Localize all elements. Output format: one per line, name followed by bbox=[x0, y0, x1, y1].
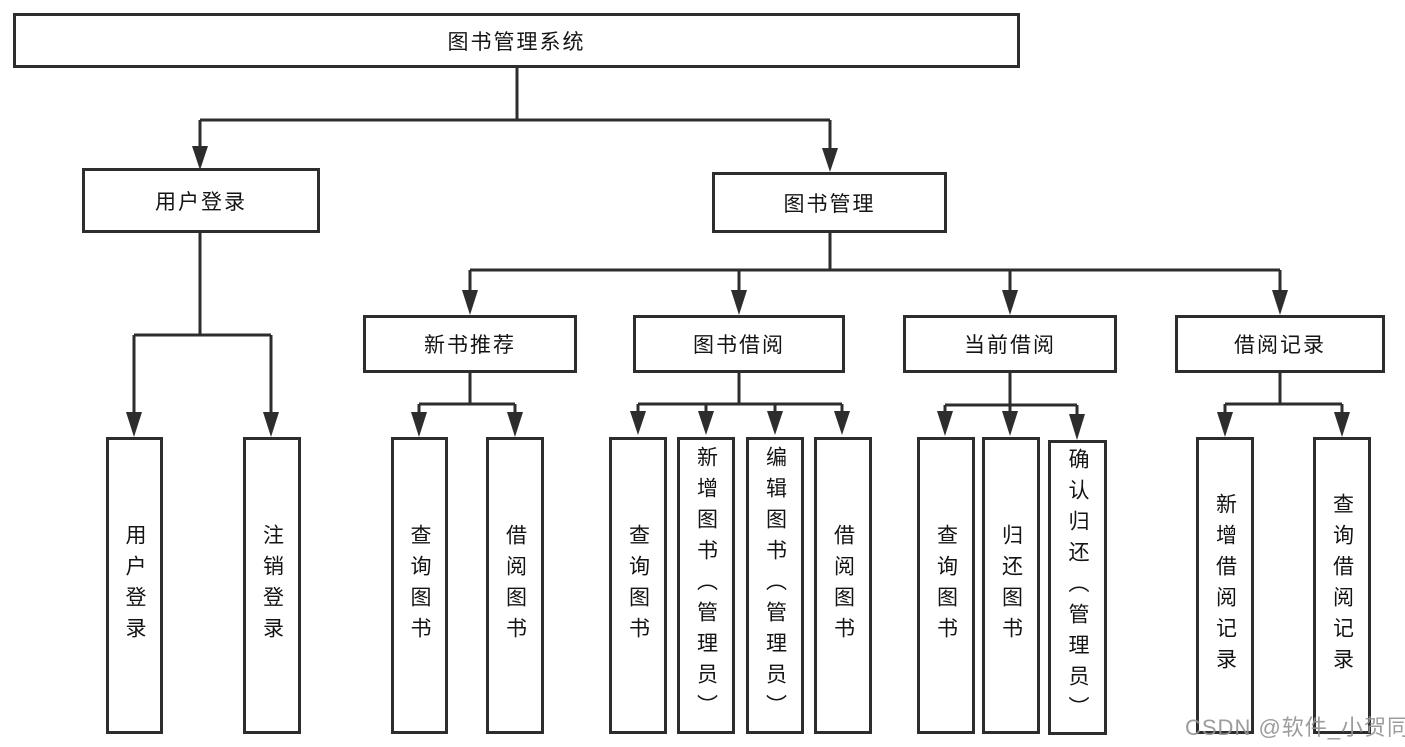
leaf-query-book-borrow: 查询图书 bbox=[609, 437, 667, 734]
leaf-borrow-book-label: 借阅图书 bbox=[831, 523, 855, 648]
node-current-borrow-label: 当前借阅 bbox=[964, 334, 1056, 357]
node-book-borrow: 图书借阅 bbox=[633, 315, 845, 373]
node-new-book-recommend: 新书推荐 bbox=[363, 315, 577, 373]
node-borrow-records-label: 借阅记录 bbox=[1234, 334, 1326, 357]
leaf-logout-label: 注销登录 bbox=[260, 523, 284, 648]
leaf-edit-book-admin-label: 编辑图书（管理员） bbox=[763, 446, 787, 725]
leaf-confirm-return-admin-label: 确认归还（管理员） bbox=[1066, 448, 1089, 727]
node-book-borrow-label: 图书借阅 bbox=[693, 334, 785, 357]
arrowheads bbox=[126, 146, 1350, 440]
leaf-borrow-book-recommend-label: 借阅图书 bbox=[503, 523, 527, 648]
node-root-system-label: 图书管理系统 bbox=[447, 30, 586, 54]
leaf-add-book-admin-label: 新增图书（管理员） bbox=[694, 446, 718, 725]
leaf-query-book-current: 查询图书 bbox=[917, 437, 975, 734]
leaf-logout: 注销登录 bbox=[243, 437, 301, 734]
leaf-query-borrow-record-label: 查询借阅记录 bbox=[1330, 492, 1354, 679]
node-root-system: 图书管理系统 bbox=[13, 13, 1020, 68]
leaf-user-login: 用户登录 bbox=[106, 437, 163, 734]
leaf-query-book-recommend: 查询图书 bbox=[391, 437, 448, 734]
leaf-confirm-return-admin: 确认归还（管理员） bbox=[1048, 440, 1107, 735]
node-borrow-records: 借阅记录 bbox=[1175, 315, 1385, 373]
leaf-add-borrow-record: 新增借阅记录 bbox=[1196, 437, 1254, 734]
leaf-return-book-label: 归还图书 bbox=[999, 523, 1023, 648]
node-user-login-label: 用户登录 bbox=[155, 190, 247, 214]
node-user-login: 用户登录 bbox=[82, 168, 320, 233]
leaf-user-login-label: 用户登录 bbox=[123, 523, 146, 648]
leaf-query-borrow-record: 查询借阅记录 bbox=[1313, 437, 1371, 734]
leaf-add-book-admin: 新增图书（管理员） bbox=[677, 437, 735, 734]
leaf-query-book-current-label: 查询图书 bbox=[934, 523, 958, 648]
node-current-borrow: 当前借阅 bbox=[903, 315, 1117, 373]
csdn-watermark: CSDN @软件_小贺同学 bbox=[1185, 715, 1405, 740]
node-book-management: 图书管理 bbox=[712, 172, 947, 233]
leaf-edit-book-admin: 编辑图书（管理员） bbox=[746, 437, 804, 734]
node-new-book-recommend-label: 新书推荐 bbox=[424, 334, 516, 357]
leaf-borrow-book-recommend: 借阅图书 bbox=[486, 437, 544, 734]
node-book-management-label: 图书管理 bbox=[783, 192, 876, 216]
leaf-return-book: 归还图书 bbox=[982, 437, 1040, 734]
leaf-query-book-borrow-label: 查询图书 bbox=[626, 523, 650, 648]
leaf-borrow-book: 借阅图书 bbox=[814, 437, 872, 734]
leaf-add-borrow-record-label: 新增借阅记录 bbox=[1213, 492, 1237, 679]
leaf-query-book-recommend-label: 查询图书 bbox=[408, 523, 431, 648]
